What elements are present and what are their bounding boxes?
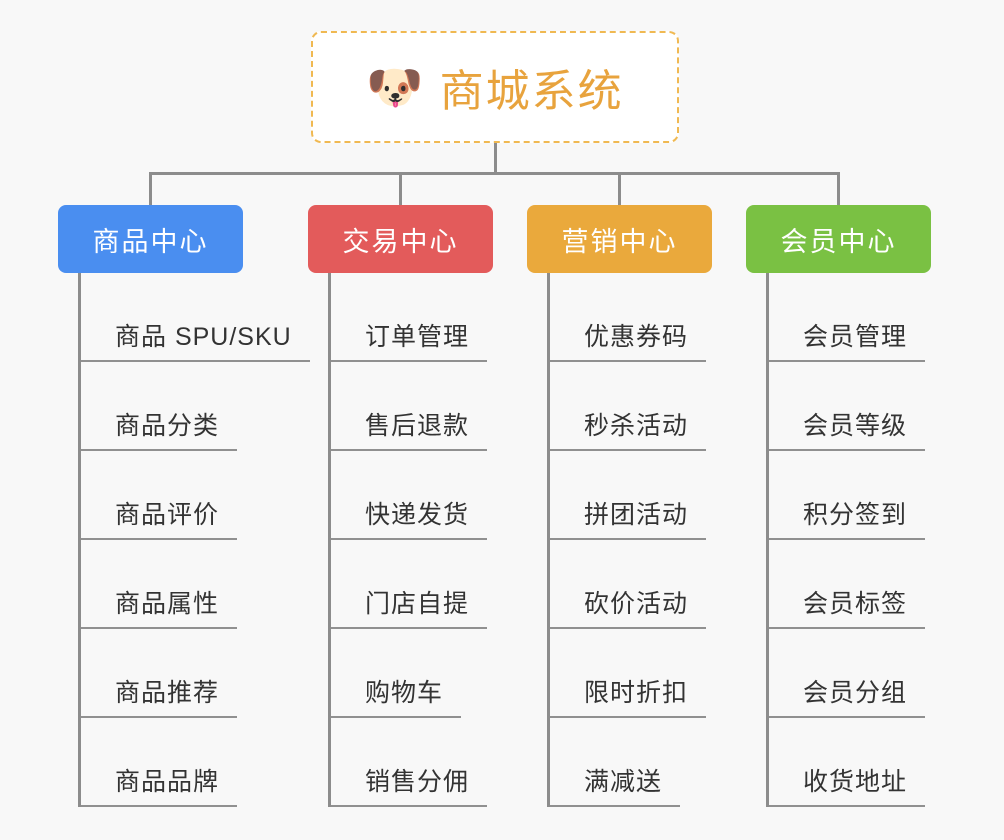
leaf-item-label: 商品评价 (115, 501, 220, 529)
leaf-item-underline: 商品属性 (81, 584, 238, 629)
leaf-item-underline: 商品分类 (81, 406, 238, 451)
leaf-item-label: 订单管理 (365, 323, 470, 351)
connector-horizontal-bar (149, 172, 840, 175)
leaf-item-label: 收货地址 (803, 768, 908, 796)
leaf-list-marketing-center: 优惠券码秒杀活动拼团活动砍价活动限时折扣满减送 (547, 273, 712, 807)
leaf-item-label: 商品属性 (115, 590, 220, 618)
leaf-item[interactable]: 砍价活动 (547, 540, 712, 629)
leaf-item[interactable]: 商品 SPU/SKU (78, 273, 310, 362)
leaf-item-underline: 快递发货 (331, 495, 488, 540)
leaf-item[interactable]: 购物车 (328, 629, 493, 718)
category-header-marketing-center[interactable]: 营销中心 (527, 205, 712, 273)
leaf-item[interactable]: 秒杀活动 (547, 362, 712, 451)
leaf-item[interactable]: 会员分组 (766, 629, 931, 718)
leaf-item-underline: 砍价活动 (550, 584, 707, 629)
leaf-item[interactable]: 优惠券码 (547, 273, 712, 362)
shiba-dog-face-icon: 🐶 (366, 61, 424, 113)
leaf-item-label: 商品品牌 (115, 768, 220, 796)
leaf-item-underline: 商品 SPU/SKU (81, 317, 310, 362)
leaf-item-underline: 销售分佣 (331, 762, 488, 807)
category-column-marketing-center: 营销中心优惠券码秒杀活动拼团活动砍价活动限时折扣满减送 (527, 205, 712, 807)
leaf-item-label: 商品 SPU/SKU (115, 323, 292, 351)
connector-spine-product-center (78, 273, 81, 807)
leaf-item-underline: 拼团活动 (550, 495, 707, 540)
category-header-product-center[interactable]: 商品中心 (58, 205, 243, 273)
leaf-item-label: 会员管理 (803, 323, 908, 351)
leaf-item-underline: 会员管理 (769, 317, 926, 362)
connector-drop-member-center (837, 172, 840, 205)
leaf-item-label: 门店自提 (365, 590, 470, 618)
leaf-item-label: 商品分类 (115, 412, 220, 440)
root-node-mall-system[interactable]: 🐶 商城系统 (311, 31, 679, 143)
connector-spine-member-center (766, 273, 769, 807)
leaf-item[interactable]: 拼团活动 (547, 451, 712, 540)
category-column-product-center: 商品中心商品 SPU/SKU 商品分类商品评价商品属性商品推荐商品品牌 (58, 205, 310, 807)
root-node-title: 商城系统 (439, 67, 624, 116)
leaf-item[interactable]: 门店自提 (328, 540, 493, 629)
category-column-member-center: 会员中心会员管理会员等级积分签到会员标签会员分组收货地址 (746, 205, 931, 807)
leaf-item-label: 售后退款 (365, 412, 470, 440)
category-header-member-center[interactable]: 会员中心 (746, 205, 931, 273)
leaf-item-underline: 商品评价 (81, 495, 238, 540)
leaf-item-label: 会员标签 (803, 590, 908, 618)
leaf-item[interactable]: 会员标签 (766, 540, 931, 629)
leaf-item-label: 快递发货 (365, 501, 470, 529)
connector-spine-marketing-center (547, 273, 550, 807)
leaf-item[interactable]: 积分签到 (766, 451, 931, 540)
leaf-item[interactable]: 快递发货 (328, 451, 493, 540)
leaf-item[interactable]: 商品品牌 (78, 718, 310, 807)
connector-drop-product-center (149, 172, 152, 205)
leaf-item-label: 商品推荐 (115, 679, 220, 707)
connector-root-drop (493, 143, 497, 175)
leaf-item-label: 限时折扣 (584, 679, 689, 707)
connector-spine-trade-center (328, 273, 331, 807)
leaf-item-label: 秒杀活动 (584, 412, 689, 440)
leaf-list-member-center: 会员管理会员等级积分签到会员标签会员分组收货地址 (766, 273, 931, 807)
leaf-item[interactable]: 会员等级 (766, 362, 931, 451)
leaf-item-label: 满减送 (584, 768, 663, 796)
category-column-trade-center: 交易中心订单管理售后退款快递发货门店自提购物车销售分佣 (308, 205, 493, 807)
leaf-item[interactable]: 收货地址 (766, 718, 931, 807)
leaf-item[interactable]: 满减送 (547, 718, 712, 807)
leaf-item[interactable]: 订单管理 (328, 273, 493, 362)
leaf-item[interactable]: 售后退款 (328, 362, 493, 451)
leaf-item-label: 优惠券码 (584, 323, 689, 351)
leaf-item[interactable]: 商品分类 (78, 362, 310, 451)
leaf-item[interactable]: 销售分佣 (328, 718, 493, 807)
leaf-item-label: 砍价活动 (584, 590, 689, 618)
leaf-item[interactable]: 商品属性 (78, 540, 310, 629)
leaf-item-underline: 门店自提 (331, 584, 488, 629)
leaf-item[interactable]: 会员管理 (766, 273, 931, 362)
leaf-item[interactable]: 商品评价 (78, 451, 310, 540)
leaf-item-underline: 优惠券码 (550, 317, 707, 362)
leaf-item[interactable]: 限时折扣 (547, 629, 712, 718)
leaf-item-underline: 商品推荐 (81, 673, 238, 718)
leaf-item-label: 销售分佣 (365, 768, 470, 796)
leaf-item-underline: 商品品牌 (81, 762, 238, 807)
leaf-item[interactable]: 商品推荐 (78, 629, 310, 718)
leaf-item-underline: 收货地址 (769, 762, 926, 807)
leaf-item-label: 会员分组 (803, 679, 908, 707)
leaf-item-underline: 会员分组 (769, 673, 926, 718)
leaf-list-product-center: 商品 SPU/SKU 商品分类商品评价商品属性商品推荐商品品牌 (78, 273, 310, 807)
leaf-item-underline: 购物车 (331, 673, 462, 718)
leaf-item-underline: 积分签到 (769, 495, 926, 540)
leaf-item-underline: 限时折扣 (550, 673, 707, 718)
connector-drop-trade-center (399, 172, 402, 205)
leaf-item-underline: 秒杀活动 (550, 406, 707, 451)
leaf-item-underline: 订单管理 (331, 317, 488, 362)
leaf-item-underline: 会员标签 (769, 584, 926, 629)
category-header-trade-center[interactable]: 交易中心 (308, 205, 493, 273)
leaf-item-label: 拼团活动 (584, 501, 689, 529)
leaf-item-underline: 售后退款 (331, 406, 488, 451)
leaf-item-label: 会员等级 (803, 412, 908, 440)
connector-drop-marketing-center (618, 172, 621, 205)
leaf-item-label: 购物车 (365, 679, 444, 707)
leaf-item-underline: 会员等级 (769, 406, 926, 451)
leaf-item-underline: 满减送 (550, 762, 681, 807)
leaf-list-trade-center: 订单管理售后退款快递发货门店自提购物车销售分佣 (328, 273, 493, 807)
leaf-item-label: 积分签到 (803, 501, 908, 529)
